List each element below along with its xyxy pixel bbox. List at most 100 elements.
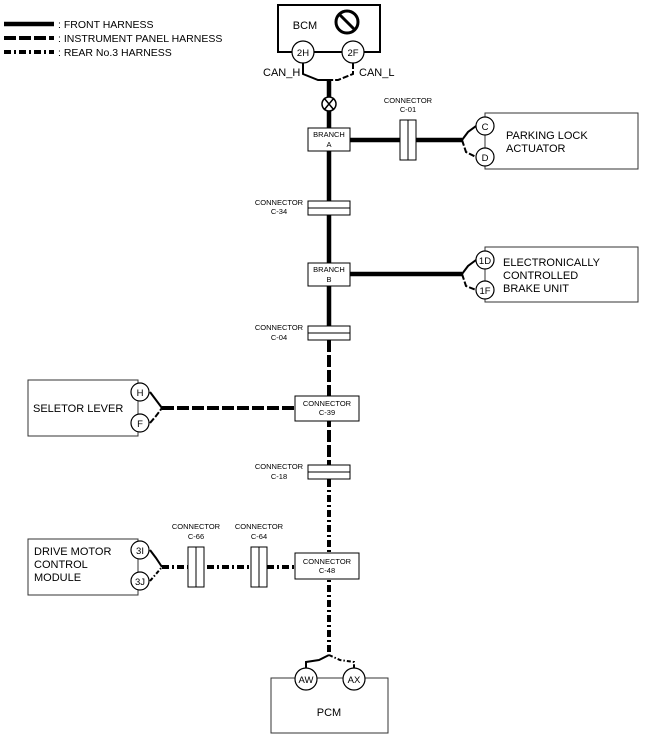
ecbu-pin-1d [475, 250, 495, 270]
connector-c04-top [307, 325, 351, 334]
branch-b-id: B [326, 275, 331, 284]
pcm-pin-ax [342, 667, 366, 691]
pcm-ax-wire [328, 654, 355, 668]
connector-c64: CONNECTOR C-64 [235, 522, 284, 588]
pcm-box [270, 677, 389, 734]
can-h-label: CAN_H [263, 67, 300, 79]
connector-c04-label: CONNECTOR [255, 323, 304, 332]
connector-c01: CONNECTOR C-01 [384, 96, 433, 161]
bcm-can-l-wire [329, 63, 354, 81]
legend-rear-label: : REAR No.3 HARNESS [58, 47, 172, 59]
branch-a-id: A [326, 140, 331, 149]
bcm-pin-2f-label: 2F [347, 48, 358, 59]
connector-c01-right [407, 119, 417, 161]
connector-c48-label: CONNECTOR [303, 557, 352, 566]
branch-b-box [307, 262, 351, 287]
connector-c34-top [307, 200, 351, 209]
dmcm-pin-3i [130, 540, 150, 560]
connector-c64-left [250, 546, 260, 588]
selector-pin-h-label: H [137, 388, 144, 399]
ecbu-pin-1f-label: 1F [479, 286, 490, 297]
pcm-pin-ax-label: AX [348, 675, 361, 686]
selector-f-wire [149, 407, 163, 424]
legend-front-label: : FRONT HARNESS [58, 19, 153, 31]
parking-pin-d [475, 147, 495, 167]
parking-name-1: PARKING LOCK [506, 130, 588, 142]
connector-c01-left [399, 119, 409, 161]
connector-c18-top [307, 464, 351, 473]
pcm-aw-wire [305, 654, 330, 668]
dmcm-name-2: CONTROL [34, 559, 88, 571]
selector-h-wire [149, 391, 163, 409]
parking-lock-actuator: C D PARKING LOCK ACTUATOR [475, 112, 639, 170]
dmcm-pin-3i-label: 3I [136, 546, 144, 557]
parking-c-wire [461, 125, 477, 141]
ecbu-1d-wire [461, 259, 477, 275]
connector-c66-id: C-66 [188, 532, 204, 541]
selector-pin-f-label: F [137, 419, 143, 430]
connector-c34: CONNECTOR C-34 [255, 198, 351, 216]
ecbu-name-1: ELECTRONICALLY [503, 257, 601, 269]
dmcm-3i-wire [149, 549, 163, 568]
selector-lever-box [27, 379, 139, 437]
parking-lock-box [484, 112, 639, 170]
branch-a-label: BRANCH [313, 130, 345, 139]
branch-b: BRANCH B [307, 262, 351, 287]
connector-c34-label: CONNECTOR [255, 198, 304, 207]
dmcm-pin-3j-label: 3J [135, 577, 145, 588]
selector-lever: SELETOR LEVER H F [27, 379, 150, 437]
bcm-pin-2h [291, 40, 315, 64]
connector-c18-id: C-18 [271, 472, 287, 481]
connector-c04-bottom [307, 332, 351, 341]
branch-b-label: BRANCH [313, 265, 345, 274]
selector-lever-name: SELETOR LEVER [33, 403, 123, 415]
connector-c64-right [258, 546, 268, 588]
branch-a-box [307, 127, 351, 152]
bcm-pin-2f [341, 40, 365, 64]
connector-c39-id: C-39 [319, 408, 335, 417]
dmcm-pin-3j [130, 571, 150, 591]
legend: : FRONT HARNESS : INSTRUMENT PANEL HARNE… [4, 19, 222, 59]
dmcm-box [27, 538, 139, 596]
branch-a: BRANCH A [307, 127, 351, 152]
connector-c48-id: C-48 [319, 566, 335, 575]
parking-pin-d-label: D [482, 153, 489, 164]
pcm-module: PCM AW AX [270, 667, 389, 734]
legend-ip-label: : INSTRUMENT PANEL HARNESS [58, 33, 222, 45]
can-l-label: CAN_L [359, 67, 394, 79]
connector-c34-id: C-34 [271, 207, 287, 216]
bcm-title: BCM [293, 20, 317, 32]
connector-c04: CONNECTOR C-04 [255, 323, 351, 342]
bcm-can-h-wire [302, 63, 329, 81]
ecbu-1f-wire [461, 273, 477, 291]
ecbu-pin-1d-label: 1D [479, 256, 491, 267]
connector-c64-label: CONNECTOR [235, 522, 284, 531]
connector-c39: CONNECTOR C-39 [294, 395, 360, 422]
selector-pin-h [130, 382, 150, 402]
ecbu-name-2: CONTROLLED [503, 270, 578, 282]
connector-c18: CONNECTOR C-18 [255, 462, 351, 481]
connector-c66-label: CONNECTOR [172, 522, 221, 531]
parking-pin-c [475, 116, 495, 136]
connector-c18-bottom [307, 471, 351, 480]
parking-pin-c-label: C [482, 122, 489, 133]
connector-c66-left [187, 546, 197, 588]
connector-c34-bottom [307, 207, 351, 216]
pcm-name: PCM [317, 707, 341, 719]
connector-c48-box [294, 552, 360, 580]
parking-name-2: ACTUATOR [506, 143, 566, 155]
pcm-pin-aw-label: AW [299, 675, 314, 686]
drive-motor-control-module: DRIVE MOTOR CONTROL MODULE 3I 3J [27, 538, 150, 596]
bcm-pin-2h-label: 2H [297, 48, 309, 59]
dmcm-name-1: DRIVE MOTOR [34, 546, 111, 558]
ecbu-pin-1f [475, 280, 495, 300]
harness-wires [149, 63, 477, 668]
connector-c48: CONNECTOR C-48 [294, 552, 360, 580]
connector-c64-id: C-64 [251, 532, 267, 541]
brake-unit: 1D 1F ELECTRONICALLY CONTROLLED BRAKE UN… [475, 246, 639, 303]
brake-unit-box [484, 246, 639, 303]
connector-c66: CONNECTOR C-66 [172, 522, 221, 588]
connector-c66-right [195, 546, 205, 588]
no-symbol-icon [334, 9, 360, 35]
